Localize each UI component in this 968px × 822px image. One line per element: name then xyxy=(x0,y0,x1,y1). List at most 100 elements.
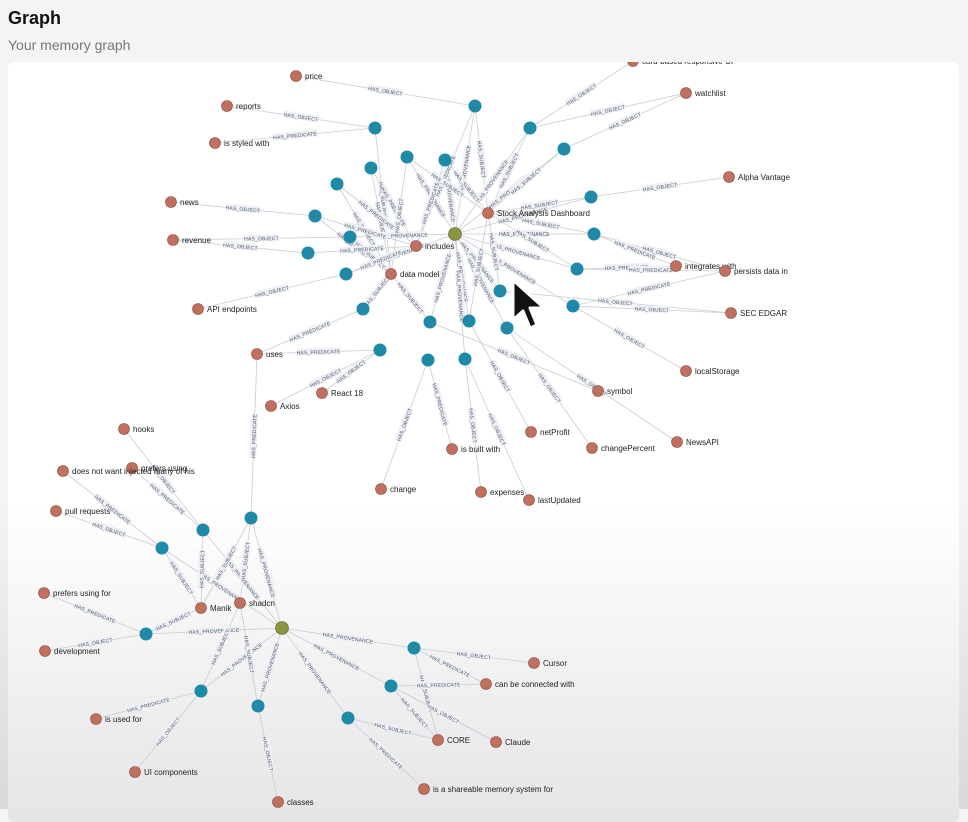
entity-node[interactable]: data model xyxy=(385,268,440,280)
entity-node[interactable]: expenses xyxy=(475,486,525,498)
entity-node[interactable]: prefers using xyxy=(126,462,188,474)
entity-node[interactable]: is styled with xyxy=(209,137,270,149)
entity-node[interactable]: UI components xyxy=(129,766,198,778)
statement-node[interactable] xyxy=(468,99,482,113)
statement-node[interactable] xyxy=(139,627,153,641)
entity-node[interactable]: price xyxy=(290,70,323,82)
entity-node[interactable]: integrates with xyxy=(670,260,737,272)
entity-node[interactable]: development xyxy=(39,645,101,657)
entity-node[interactable]: classes xyxy=(272,796,314,808)
statement-node[interactable] xyxy=(373,343,387,357)
entity-node[interactable]: persists data in xyxy=(719,265,788,277)
entity-node[interactable]: includes xyxy=(410,240,455,252)
edge-label: HAS_PREDICATE xyxy=(288,319,332,344)
statement-node[interactable] xyxy=(308,209,322,223)
statement-node[interactable] xyxy=(421,353,435,367)
episode-node[interactable] xyxy=(448,227,462,241)
entity-node[interactable]: lastUpdated xyxy=(523,494,581,506)
edge-label: HAS_OBJECT xyxy=(598,296,634,307)
entity-node[interactable]: CORE xyxy=(432,734,471,746)
edge-label: HAS_SUBJECT xyxy=(377,181,389,220)
statement-node[interactable] xyxy=(244,511,258,525)
entity-node[interactable]: Axios xyxy=(265,400,300,412)
entity-node[interactable]: does not want injected many of his xyxy=(57,465,195,477)
statement-node[interactable] xyxy=(155,541,169,555)
svg-text:HAS_OBJECT: HAS_OBJECT xyxy=(394,198,405,233)
entity-node[interactable]: news xyxy=(165,196,199,208)
entity-label: is a shareable memory system for xyxy=(433,785,553,794)
edge-label: HAS_OBJECT xyxy=(467,407,479,443)
edge-label: HAS_OBJECT xyxy=(243,234,280,243)
entity-node[interactable]: SEC EDGAR xyxy=(725,307,788,319)
entity-node[interactable]: Cursor xyxy=(528,657,568,669)
entity-node[interactable]: hooks xyxy=(118,423,155,435)
entity-node[interactable]: can be connected with xyxy=(480,678,575,690)
statement-node[interactable] xyxy=(566,299,580,313)
entity-node[interactable]: change xyxy=(375,483,417,495)
statement-node[interactable] xyxy=(458,352,472,366)
entity-node[interactable]: watchlist xyxy=(680,87,727,99)
statement-node[interactable] xyxy=(343,230,357,244)
entity-node[interactable]: uses xyxy=(251,348,283,360)
statement-node[interactable] xyxy=(251,699,265,713)
entity-node[interactable]: is a shareable memory system for xyxy=(418,783,554,795)
statement-node[interactable] xyxy=(330,177,344,191)
statement-node[interactable] xyxy=(557,142,571,156)
svg-text:HAS_SUBJECT: HAS_SUBJECT xyxy=(396,282,425,315)
entity-node[interactable]: reports xyxy=(221,100,261,112)
entity-node[interactable]: Claude xyxy=(490,736,531,748)
statement-node[interactable] xyxy=(196,523,210,537)
entity-node[interactable]: shadcn xyxy=(234,597,275,609)
entity-node[interactable]: prefers using for xyxy=(38,587,112,599)
statement-node[interactable] xyxy=(400,150,414,164)
edge-label: HAS_PREDICATE xyxy=(416,680,461,689)
entity-node[interactable]: Alpha Vantage xyxy=(723,171,791,183)
entity-node[interactable]: Manik xyxy=(195,602,233,614)
statement-node[interactable] xyxy=(462,314,476,328)
edge-label: HAS_PREDICATE xyxy=(126,695,171,714)
statement-node[interactable] xyxy=(384,679,398,693)
entity-node[interactable]: NewsAPI xyxy=(671,436,719,448)
entity-node[interactable]: pull requests xyxy=(50,505,111,517)
entity-node[interactable]: netProfit xyxy=(525,426,571,438)
entity-node[interactable]: localStorage xyxy=(680,365,741,377)
entity-node[interactable]: is built with xyxy=(446,443,501,455)
statement-node[interactable] xyxy=(368,121,382,135)
edge-label: HAS_OBJECT xyxy=(496,346,532,367)
entity-node[interactable]: revenue xyxy=(167,234,212,246)
entity-node[interactable]: React 18 xyxy=(316,387,364,399)
statement-node[interactable] xyxy=(438,153,452,167)
entity-node[interactable]: card-based responsive UI xyxy=(627,62,734,67)
statement-node[interactable] xyxy=(194,684,208,698)
statement-node[interactable] xyxy=(584,190,598,204)
entity-node[interactable]: is used for xyxy=(90,713,143,725)
edge-label: HAS_SUBJECT xyxy=(374,720,413,737)
statement-node[interactable] xyxy=(523,121,537,135)
entity-label: reports xyxy=(236,102,261,111)
edge-label: HAS_OBJECT xyxy=(456,649,492,661)
svg-text:HAS_PREDICATE: HAS_PREDICATE xyxy=(296,349,341,356)
entity-node[interactable]: API endpoints xyxy=(192,303,257,315)
statement-node[interactable] xyxy=(570,262,584,276)
statement-node[interactable] xyxy=(493,284,507,298)
edge-label: HAS_PREDICATE xyxy=(339,244,385,255)
entity-node[interactable]: Stock Analysis Dashboard xyxy=(482,207,590,219)
statement-node[interactable] xyxy=(356,302,370,316)
entity-node[interactable]: symbol xyxy=(592,385,633,397)
statement-node[interactable] xyxy=(341,711,355,725)
statement-node[interactable] xyxy=(301,246,315,260)
edge-label: HAS_PREDICATE xyxy=(296,347,341,357)
statement-node[interactable] xyxy=(407,641,421,655)
statement-node[interactable] xyxy=(364,161,378,175)
statement-node[interactable] xyxy=(587,227,601,241)
entity-node[interactable]: changePercent xyxy=(586,442,656,454)
statement-node[interactable] xyxy=(423,315,437,329)
edge-label: HAS_OBJECT xyxy=(634,304,670,314)
statement-node[interactable] xyxy=(339,267,353,281)
episode-node[interactable] xyxy=(275,621,289,635)
edge-label: HAS_PROVENANCE xyxy=(312,642,360,673)
statement-node[interactable] xyxy=(500,321,514,335)
edge-label: HAS_OBJECT xyxy=(613,326,647,350)
